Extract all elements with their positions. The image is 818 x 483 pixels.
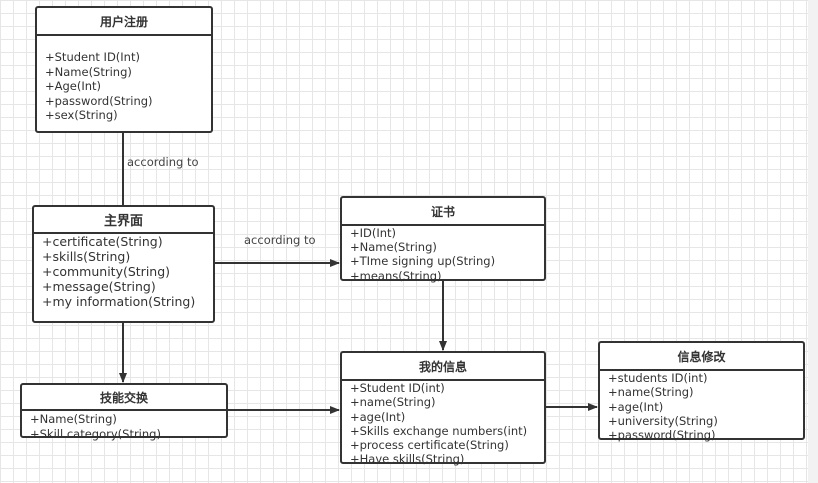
class-user-register[interactable]: 用户注册 +Student ID(Int) +Name(String) +Age… <box>35 6 213 133</box>
class-title: 用户注册 <box>37 8 211 36</box>
attribute-list: +Student ID(int) +name(String) +age(Int)… <box>342 381 544 467</box>
attribute-list: +certificate(String) +skills(String) +co… <box>34 234 213 309</box>
attribute-list: +students ID(int) +name(String) +age(Int… <box>600 371 803 442</box>
attribute: +students ID(int) <box>608 371 708 385</box>
class-certificate[interactable]: 证书 +ID(Int) +Name(String) +TIme signing … <box>340 196 546 283</box>
attribute: +Skill category(String) <box>30 426 161 441</box>
class-title: 我的信息 <box>342 353 544 381</box>
class-my-info[interactable]: 我的信息 +Student ID(int) +name(String) +age… <box>340 351 546 467</box>
attribute: +sex(String) <box>45 108 118 122</box>
attribute: +certificate(String) <box>42 234 163 249</box>
attribute: +message(String) <box>42 279 156 294</box>
attribute: +password(String) <box>45 93 153 108</box>
attribute-list: +ID(Int) +Name(String) +TIme signing up(… <box>342 226 544 283</box>
attribute: +university(String) <box>608 413 718 428</box>
attribute: +Name(String) <box>30 412 117 426</box>
class-title: 技能交换 <box>22 385 226 411</box>
attribute: +skills(String) <box>42 249 131 264</box>
attribute: +means(String) <box>350 268 442 283</box>
attribute-list: +Student ID(Int) +Name(String) +Age(Int)… <box>37 36 211 123</box>
class-skill-exchange[interactable]: 技能交换 +Name(String) +Skill category(Strin… <box>20 383 228 441</box>
attribute: +Student ID(Int) <box>45 50 140 64</box>
attribute: +name(String) <box>608 385 694 400</box>
attribute: +Have skills(String) <box>350 452 465 467</box>
attribute: +password(String) <box>608 428 716 443</box>
relation-label: according to <box>127 155 199 169</box>
attribute: +Name(String) <box>45 64 132 79</box>
attribute: +ID(Int) <box>350 226 397 240</box>
attribute: +age(Int) <box>608 399 664 414</box>
class-title: 证书 <box>342 198 544 226</box>
attribute: +process certificate(String) <box>350 438 509 453</box>
attribute: +TIme signing up(String) <box>350 254 496 269</box>
attribute-list: +Name(String) +Skill category(String) <box>22 411 226 441</box>
class-main-interface[interactable]: 主界面 +certificate(String) +skills(String)… <box>32 205 215 323</box>
attribute: +Name(String) <box>350 240 437 255</box>
attribute: +Age(Int) <box>45 79 102 93</box>
class-info-edit[interactable]: 信息修改 +students ID(int) +name(String) +ag… <box>598 341 805 442</box>
attribute: +name(String) <box>350 395 436 410</box>
attribute: +Student ID(int) <box>350 381 445 395</box>
attribute: +age(Int) <box>350 409 406 424</box>
class-title: 信息修改 <box>600 343 803 371</box>
attribute: +Skills exchange numbers(int) <box>350 423 528 438</box>
class-title: 主界面 <box>34 207 213 234</box>
relation-label: according to <box>244 233 316 247</box>
canvas-edge <box>808 0 818 483</box>
attribute: +my information(String) <box>42 294 196 309</box>
attribute: +community(String) <box>42 264 171 279</box>
